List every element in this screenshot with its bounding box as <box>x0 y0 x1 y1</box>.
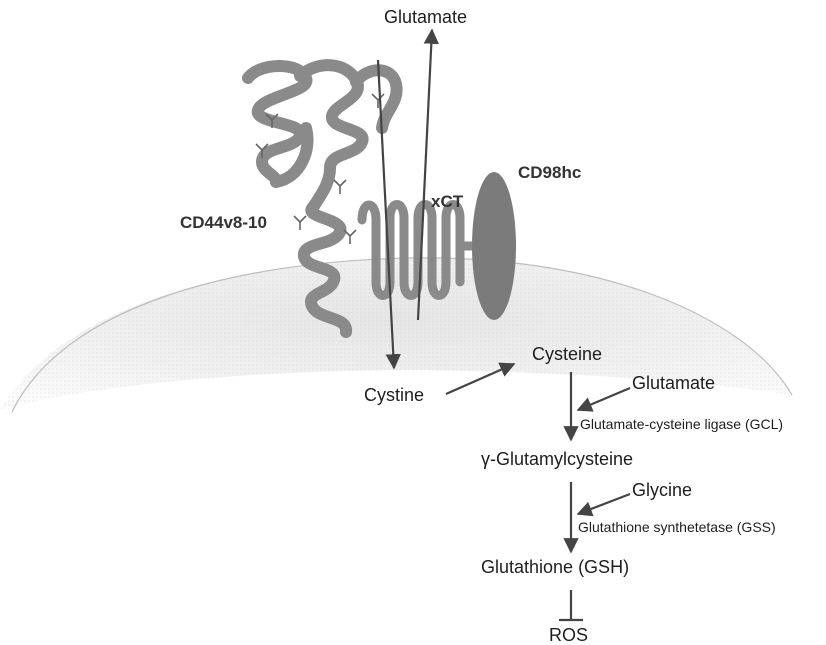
label-glycine: Glycine <box>632 481 692 499</box>
label-gcl-enzyme: Glutamate-cysteine ligase (GCL) <box>580 417 783 431</box>
label-cd44v8-10: CD44v8-10 <box>180 214 267 231</box>
cd98hc-protein <box>472 172 516 320</box>
label-cysteine: Cysteine <box>532 345 602 363</box>
label-cd98hc: CD98hc <box>518 164 581 181</box>
label-glutamate-intracellular: Glutamate <box>632 374 715 392</box>
label-ros: ROS <box>549 626 588 644</box>
label-xct: xCT <box>431 193 463 210</box>
label-gamma-glutamylcysteine: γ-Glutamylcysteine <box>481 450 633 468</box>
label-glutamate-extracellular: Glutamate <box>384 8 467 26</box>
label-gss-enzyme: Glutathione synthetetase (GSS) <box>578 520 776 534</box>
label-cystine: Cystine <box>364 386 424 404</box>
label-glutathione-gsh: Glutathione (GSH) <box>481 558 629 576</box>
